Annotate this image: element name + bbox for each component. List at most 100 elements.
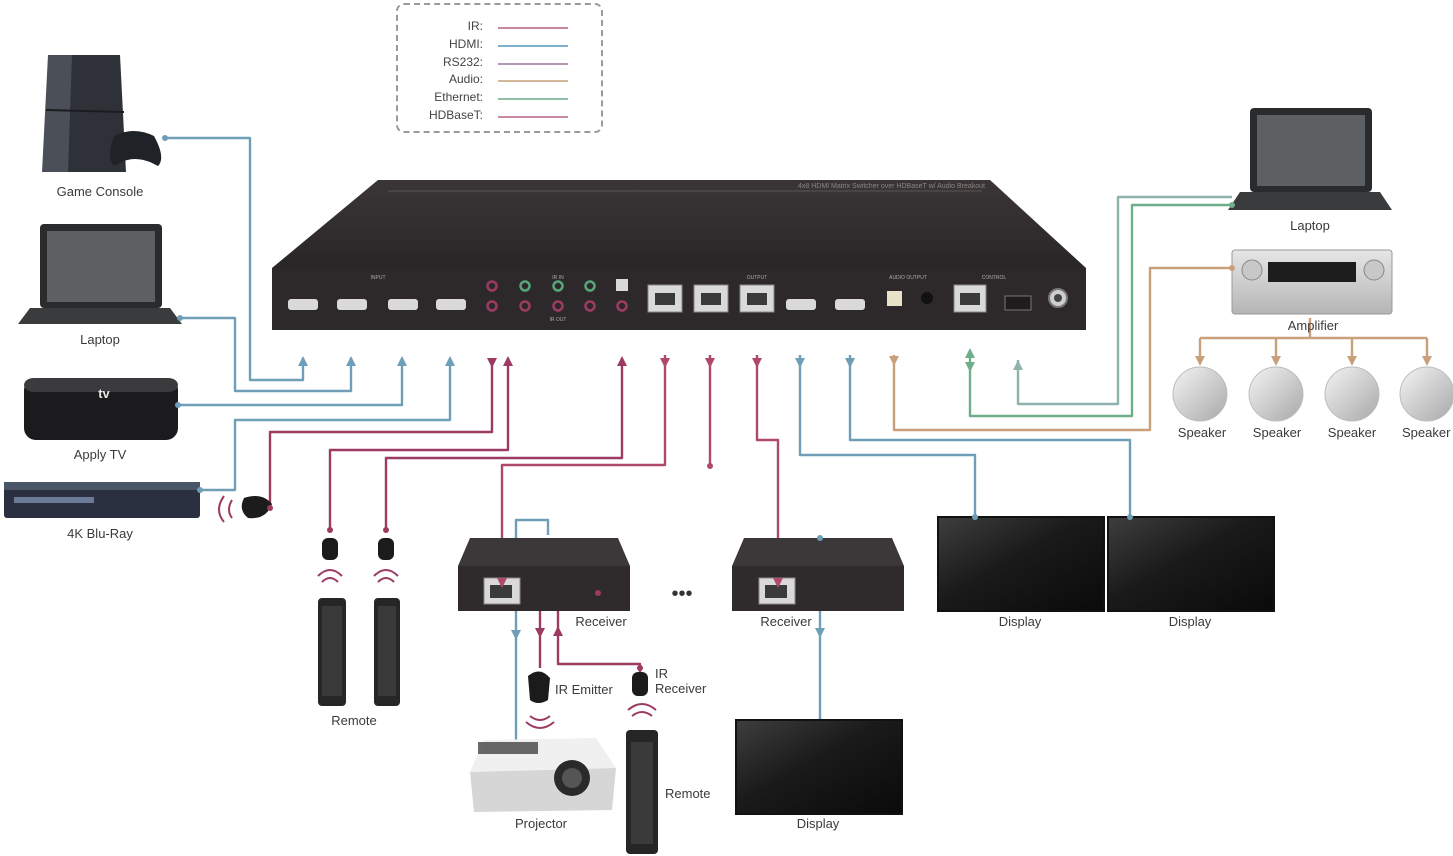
label-laptop-right: Laptop: [1290, 218, 1330, 233]
group-label-input: INPUT: [371, 275, 386, 281]
label-display-1: Display: [998, 614, 1042, 629]
hdmi-cable-apple-tv: [178, 358, 404, 407]
port-arrows: [298, 348, 1023, 469]
optical-port: [887, 291, 902, 306]
label-display-bottom: Display: [796, 816, 840, 831]
hdmi-cable-laptop-left: [180, 316, 353, 393]
hdmi-cable-game-console: [165, 136, 305, 382]
legend-swatch-hdmi: [498, 45, 568, 47]
group-label-control: CONTROL: [982, 275, 1007, 281]
laptop-right-device: [1228, 108, 1392, 210]
hdmi-cable-display-2: [848, 355, 1132, 517]
hdmi-in-port-4: [436, 299, 466, 310]
legend-item-hdbaset: HDBaseT:: [398, 108, 601, 125]
ir-jack-9: [616, 300, 628, 312]
group-label-ir-out: IR OUT: [550, 317, 567, 323]
hdmi-out-port-2: [835, 299, 865, 310]
ir-jack-1: [486, 280, 498, 292]
speakers: [1172, 356, 1453, 422]
matrix-switcher: 4x8 HDMI Matrix Switcher over HDBaseT w/…: [272, 180, 1086, 330]
label-apple-tv: Apply TV: [73, 447, 127, 462]
label-remote-bottom: Remote: [665, 786, 711, 801]
ir-cable-eye-bluray: [268, 358, 494, 508]
ir-jack-4: [584, 280, 596, 292]
legend-item-ir: IR:: [398, 19, 601, 36]
label-receiver-2: Receiver: [760, 614, 812, 629]
ir-cable-remote-2: [384, 358, 624, 530]
group-label-audio: AUDIO OUTPUT: [889, 275, 927, 281]
group-label-output: OUTPUT: [747, 275, 768, 281]
ir-emitter-device: [525, 671, 555, 729]
bluray-device: [4, 482, 203, 518]
ir-receiver-remote-2: [373, 527, 400, 706]
laptop-left-device: [18, 224, 183, 324]
rs232-cable-laptop: [1016, 195, 1232, 406]
audio-cable-amplifier: [892, 266, 1232, 432]
label-speaker-3: Speaker: [1327, 425, 1377, 440]
ir-jack-8: [584, 300, 596, 312]
receiver-2-device: [732, 535, 904, 611]
label-projector: Projector: [514, 816, 568, 831]
hdmi-in-port-2: [337, 299, 367, 310]
hdmi-output-ports: [786, 299, 865, 310]
hdmi-cable-bluray: [200, 358, 452, 492]
ir-cable-remote-1: [328, 358, 510, 530]
legend-swatch-ethernet: [498, 98, 568, 100]
ir-receiver-remote-1: [317, 527, 346, 706]
legend-item-hdmi: HDMI:: [398, 37, 601, 54]
ir-jack-10: [616, 279, 628, 291]
hdbaset-cable-receiver-2: [755, 355, 780, 585]
ir-jack-5: [486, 300, 498, 312]
label-amplifier: Amplifier: [1287, 318, 1339, 333]
speaker-3-icon: [1324, 366, 1380, 422]
rs232-port: [1004, 295, 1032, 311]
ir-eye-bluray: [218, 495, 273, 523]
projector-device: [470, 738, 616, 812]
stereo-port: [921, 292, 933, 304]
ir-jack-7: [552, 300, 564, 312]
speaker-2-icon: [1248, 366, 1304, 422]
hdbaset-output-ports: [647, 284, 775, 313]
matrix-title: 4x8 HDMI Matrix Switcher over HDBaseT w/…: [798, 183, 985, 190]
display-2-device: [1107, 514, 1275, 612]
audio-cable-speakers: [1198, 318, 1429, 360]
ir-jacks: [486, 279, 628, 312]
group-label-ir-in: IR IN: [552, 275, 564, 281]
apple-tv-logo: tv: [98, 386, 110, 401]
legend-item-audio: Audio:: [398, 72, 601, 89]
label-speaker-4: Speaker: [1402, 425, 1451, 440]
hdmi-cable-display-1: [798, 355, 977, 517]
label-ir-emitter: IR Emitter: [555, 682, 613, 697]
hdmi-in-port-1: [288, 299, 318, 310]
receiver-1-device: [458, 538, 630, 611]
label-display-2: Display: [1168, 614, 1212, 629]
label-laptop-left: Laptop: [80, 332, 120, 347]
receiver-arrows: [497, 578, 825, 640]
speaker-4-icon: [1399, 366, 1453, 422]
label-speaker-1: Speaker: [1177, 425, 1227, 440]
hdbaset-cable-receiver-1: [500, 355, 667, 585]
hdmi-input-ports: [288, 299, 466, 310]
display-1-device: [937, 514, 1105, 612]
display-bottom-device: [735, 719, 903, 815]
amplifier-device: [1229, 249, 1393, 315]
ir-jack-2: [519, 280, 531, 292]
label-bluray: 4K Blu-Ray: [67, 526, 133, 541]
legend-swatch-ir: [498, 27, 568, 29]
hdmi-in-port-3: [388, 299, 418, 310]
label-ir-receiver-line2: Receiver: [655, 681, 707, 696]
hdmi-out-port-1: [786, 299, 816, 310]
legend-swatch-rs232: [498, 63, 568, 65]
label-receiver-1: Receiver: [575, 614, 627, 629]
legend-swatch-hdbaset: [498, 116, 568, 118]
ir-jack-6: [519, 300, 531, 312]
legend-item-ethernet: Ethernet:: [398, 90, 601, 107]
ir-receiver-device: [632, 665, 648, 696]
legend-item-rs232: RS232:: [398, 55, 601, 72]
ir-jack-3: [552, 280, 564, 292]
legend-swatch-audio: [498, 80, 568, 82]
cables: [165, 136, 1429, 740]
remote-bottom-device: [626, 703, 658, 854]
game-console-device: [42, 55, 168, 172]
